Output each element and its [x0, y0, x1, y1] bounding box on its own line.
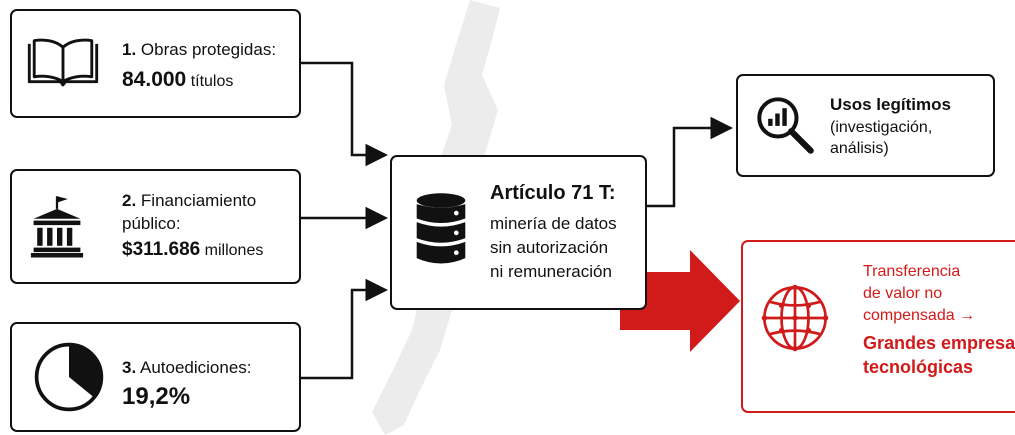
- autoediciones-number: 3.: [122, 358, 137, 377]
- connector-autoediciones: [301, 278, 388, 380]
- magnifier-chart-icon: [757, 97, 814, 154]
- usos-title: Usos legítimos: [830, 95, 951, 114]
- transferencia-bold1: Grandes empresas: [863, 333, 1015, 353]
- database-icon: [416, 193, 466, 264]
- obras-number: 1.: [122, 40, 137, 59]
- connector-usos: [647, 116, 733, 208]
- financiamiento-card: 2. Financiamiento público: $311.686 mill…: [10, 169, 301, 284]
- connector-obras: [301, 61, 388, 167]
- transferencia-line2: de valor no: [863, 285, 943, 302]
- financiamiento-value: $311.686: [122, 239, 201, 260]
- red-transfer-arrow: [620, 250, 740, 352]
- usos-legitimos-card: Usos legítimos (investigación, análisis): [736, 74, 995, 177]
- articulo-71t-card: Artículo 71 T: minería de datos sin auto…: [390, 155, 647, 310]
- articulo-line3: ni remuneración: [490, 262, 612, 281]
- articulo-title: Artículo 71 T:: [490, 182, 616, 204]
- pie-chart-icon: [34, 342, 104, 412]
- autoediciones-value: 19,2%: [122, 383, 191, 410]
- financiamiento-label-line2: público:: [122, 214, 181, 233]
- financiamiento-unit: millones: [204, 242, 264, 259]
- book-icon: [27, 38, 99, 87]
- globe-icon: [761, 284, 829, 352]
- transferencia-bold2: tecnológicas: [863, 357, 974, 377]
- transferencia-line3: compensada →: [863, 307, 976, 324]
- obras-unit: títulos: [190, 73, 234, 90]
- obras-value: 84.000: [122, 68, 187, 91]
- transferencia-card: Transferencia de valor no compensada → G…: [741, 240, 1015, 413]
- autoediciones-label: Autoediciones:: [139, 358, 252, 377]
- articulo-line2: sin autorización: [490, 238, 609, 257]
- government-building-icon: [30, 196, 84, 258]
- articulo-line1: minería de datos: [490, 214, 617, 233]
- transferencia-line1: Transferencia: [863, 263, 961, 280]
- financiamiento-label-line1: Financiamiento: [140, 191, 257, 210]
- financiamiento-number: 2.: [122, 191, 137, 210]
- obras-protegidas-card: 1. Obras protegidas: 84.000 títulos: [10, 9, 301, 118]
- autoediciones-card: 3. Autoediciones: 19,2%: [10, 322, 301, 432]
- obras-label: Obras protegidas:: [140, 40, 277, 59]
- usos-line2: análisis): [830, 140, 889, 157]
- usos-line1: (investigación,: [830, 119, 933, 136]
